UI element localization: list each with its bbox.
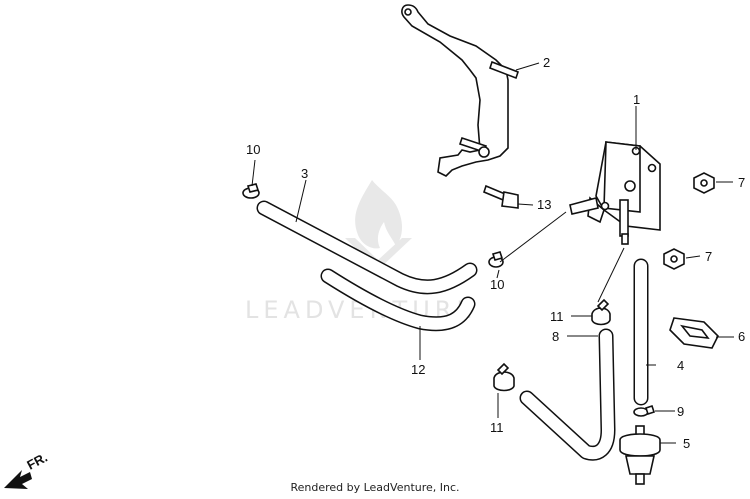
- callout-13[interactable]: 13: [537, 197, 551, 212]
- callouts: 1 2 3 4 5 6 7 7 8 9 10 10 11 11 12 13: [246, 55, 745, 451]
- front-direction-label: FR.: [24, 450, 50, 473]
- part-11-clamp-upper[interactable]: [591, 298, 611, 326]
- callout-7-lower[interactable]: 7: [705, 249, 712, 264]
- part-8-l-hose[interactable]: [519, 328, 616, 461]
- callout-10-upper[interactable]: 10: [246, 142, 260, 157]
- callout-8[interactable]: 8: [552, 329, 559, 344]
- part-1-fuel-pump[interactable]: [569, 141, 661, 245]
- part-7-nut-lower[interactable]: [663, 248, 685, 270]
- part-9-clip[interactable]: [633, 404, 656, 417]
- part-2-bracket[interactable]: [401, 4, 520, 177]
- front-arrow-icon: [4, 470, 32, 489]
- footer-credit: Rendered by LeadVenture, Inc.: [290, 481, 460, 494]
- callout-9[interactable]: 9: [677, 404, 684, 419]
- callout-11-upper[interactable]: 11: [550, 309, 564, 324]
- watermark-logo-icon: [345, 180, 412, 270]
- part-11-clamp-lower[interactable]: [493, 362, 515, 392]
- callout-5[interactable]: 5: [683, 436, 690, 451]
- callout-11-lower[interactable]: 11: [490, 420, 504, 435]
- callout-12[interactable]: 12: [411, 362, 425, 377]
- part-12-bent-hose[interactable]: [320, 268, 476, 332]
- callout-6[interactable]: 6: [738, 329, 745, 344]
- callout-7-upper[interactable]: 7: [738, 175, 745, 190]
- part-13-bolt[interactable]: [483, 184, 519, 209]
- part-7-nut-upper[interactable]: [693, 172, 715, 194]
- callout-4[interactable]: 4: [677, 358, 684, 373]
- leader-lines: [251, 62, 734, 444]
- callout-3[interactable]: 3: [301, 166, 308, 181]
- part-5-fuel-filter[interactable]: [619, 425, 661, 485]
- callout-10-lower[interactable]: 10: [490, 277, 504, 292]
- callout-2[interactable]: 2: [543, 55, 550, 70]
- part-3-fuel-hose[interactable]: [256, 200, 478, 295]
- part-10-clip-lower[interactable]: [488, 251, 504, 268]
- part-6-grommet[interactable]: [669, 317, 719, 349]
- callout-1[interactable]: 1: [633, 92, 640, 107]
- part-10-clip-upper[interactable]: [242, 183, 260, 199]
